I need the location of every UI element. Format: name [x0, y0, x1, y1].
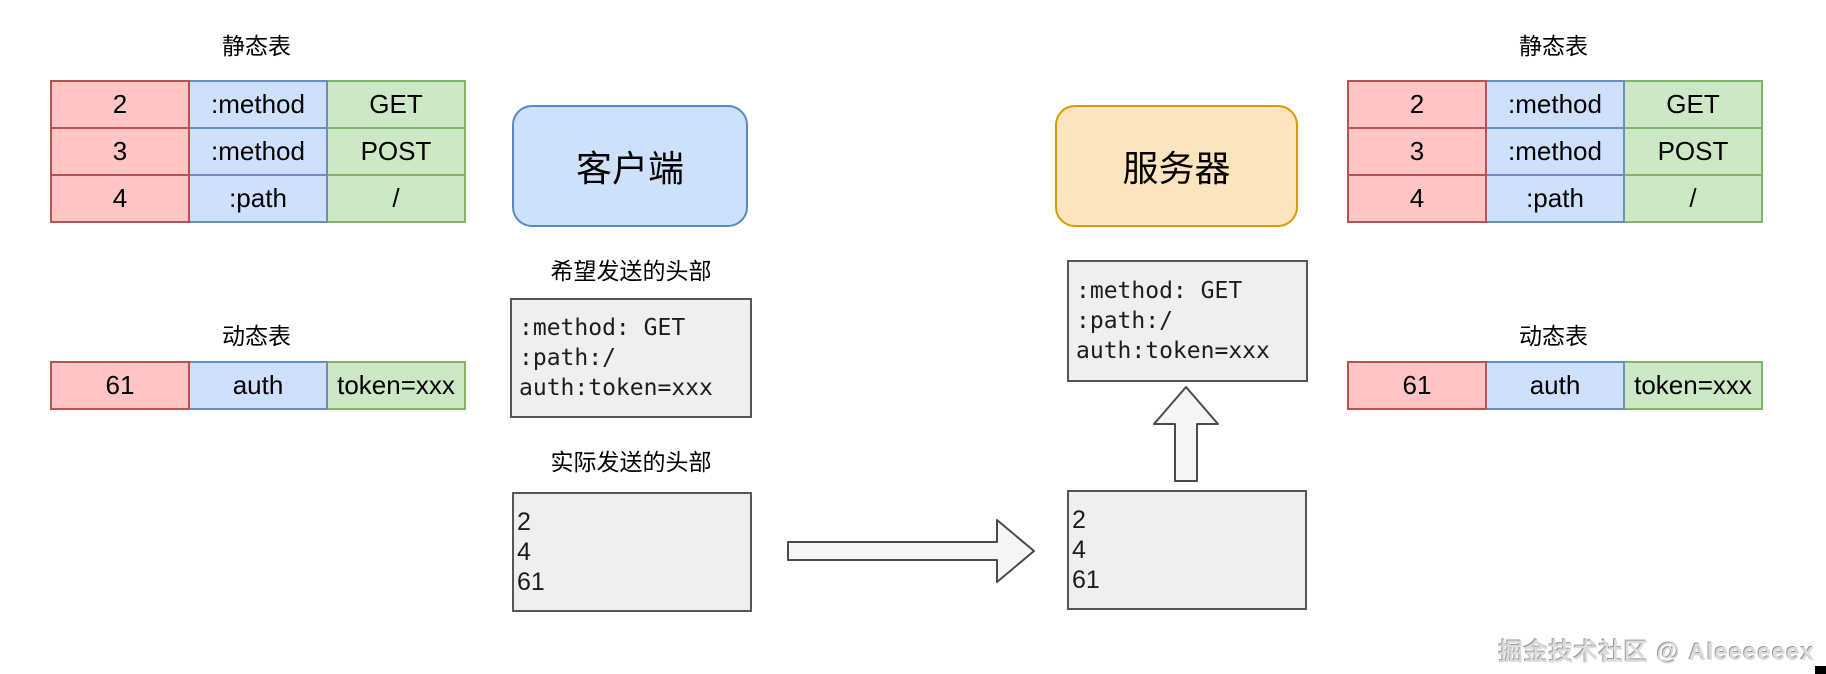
index-cell: 4 — [1347, 174, 1487, 223]
header-name-cell: :method — [188, 80, 328, 129]
box-line: 2 — [517, 508, 531, 536]
table-row: 4 :path / — [50, 174, 466, 223]
table-row: 4 :path / — [1347, 174, 1763, 223]
client-node: 客户端 — [512, 105, 748, 227]
dynamic-table-right: 61 auth token=xxx — [1347, 361, 1763, 410]
box-line: auth:token=xxx — [1076, 338, 1270, 364]
header-value-cell: POST — [1623, 127, 1763, 176]
header-value-cell: token=xxx — [1623, 361, 1763, 410]
box-line: :path:/ — [1076, 308, 1173, 334]
server-node: 服务器 — [1055, 105, 1298, 227]
table-row: 2 :method GET — [1347, 80, 1763, 129]
actual-headers-label: 实际发送的头部 — [550, 449, 712, 475]
table-row: 61 auth token=xxx — [50, 361, 466, 410]
up-arrow-icon — [1153, 386, 1219, 482]
header-name-cell: auth — [1485, 361, 1625, 410]
wish-headers-label: 希望发送的头部 — [550, 258, 712, 284]
watermark: 掘金技术社区 @ Aleeeeeex — [1498, 639, 1815, 666]
header-value-cell: GET — [326, 80, 466, 129]
box-line: 4 — [517, 538, 531, 566]
box-line: 61 — [1072, 566, 1100, 594]
header-name-cell: :path — [188, 174, 328, 223]
index-cell: 3 — [1347, 127, 1487, 176]
static-table-right: 2 :method GET 3 :method POST 4 :path / — [1347, 80, 1763, 223]
sent-codes-box: 2 4 61 — [512, 492, 752, 612]
server-node-label: 服务器 — [1122, 148, 1231, 189]
static-table-left: 2 :method GET 3 :method POST 4 :path / — [50, 80, 466, 223]
right-arrow-icon — [787, 519, 1035, 583]
header-name-cell: :method — [1485, 127, 1625, 176]
box-line: :method: GET — [519, 315, 686, 341]
static-table-title-left: 静态表 — [222, 33, 291, 59]
box-line: 4 — [1072, 536, 1086, 564]
client-node-label: 客户端 — [575, 148, 684, 189]
header-value-cell: / — [1623, 174, 1763, 223]
box-line: auth:token=xxx — [519, 375, 713, 401]
index-cell: 4 — [50, 174, 190, 223]
table-row: 61 auth token=xxx — [1347, 361, 1763, 410]
table-row: 2 :method GET — [50, 80, 466, 129]
dynamic-table-title-right: 动态表 — [1519, 323, 1588, 349]
header-value-cell: token=xxx — [326, 361, 466, 410]
header-value-cell: / — [326, 174, 466, 223]
received-codes-box: 2 4 61 — [1067, 490, 1307, 610]
table-row: 3 :method POST — [1347, 127, 1763, 176]
box-line: :method: GET — [1076, 278, 1243, 304]
index-cell: 2 — [50, 80, 190, 129]
dynamic-table-left: 61 auth token=xxx — [50, 361, 466, 410]
index-cell: 3 — [50, 127, 190, 176]
box-line: :path:/ — [519, 345, 616, 371]
table-row: 3 :method POST — [50, 127, 466, 176]
header-name-cell: :method — [1485, 80, 1625, 129]
header-name-cell: :method — [188, 127, 328, 176]
box-line: 61 — [517, 568, 545, 596]
decoded-headers-box: :method: GET :path:/ auth:token=xxx — [1067, 260, 1308, 382]
header-name-cell: :path — [1485, 174, 1625, 223]
index-cell: 61 — [1347, 361, 1487, 410]
header-name-cell: auth — [188, 361, 328, 410]
dynamic-table-title-left: 动态表 — [222, 323, 291, 349]
index-cell: 2 — [1347, 80, 1487, 129]
header-value-cell: POST — [326, 127, 466, 176]
static-table-title-right: 静态表 — [1519, 33, 1588, 59]
corner-mark — [1815, 666, 1826, 674]
box-line: 2 — [1072, 506, 1086, 534]
index-cell: 61 — [50, 361, 190, 410]
header-value-cell: GET — [1623, 80, 1763, 129]
wish-headers-box: :method: GET :path:/ auth:token=xxx — [510, 298, 752, 418]
